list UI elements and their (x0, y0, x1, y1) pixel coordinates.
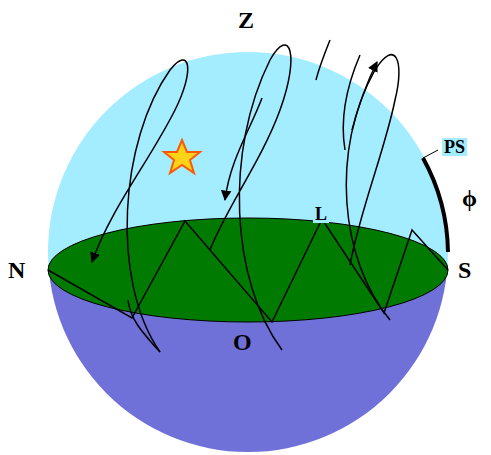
star-trails (92, 40, 399, 352)
pole-leader (423, 150, 438, 158)
upper-hemisphere (48, 52, 448, 270)
horizon-plane (48, 218, 448, 322)
point-label: PS (442, 138, 467, 156)
latitude-arc (423, 158, 448, 252)
point-label: S (458, 258, 471, 282)
lower-hemisphere (48, 270, 448, 452)
point-label: O (233, 330, 252, 354)
point-label: L (313, 205, 329, 223)
point-label: Z (238, 8, 254, 32)
lower-fill (48, 218, 448, 322)
point-label: N (8, 258, 25, 282)
star-symbol (164, 140, 200, 173)
point-label: ϕ (462, 186, 477, 210)
